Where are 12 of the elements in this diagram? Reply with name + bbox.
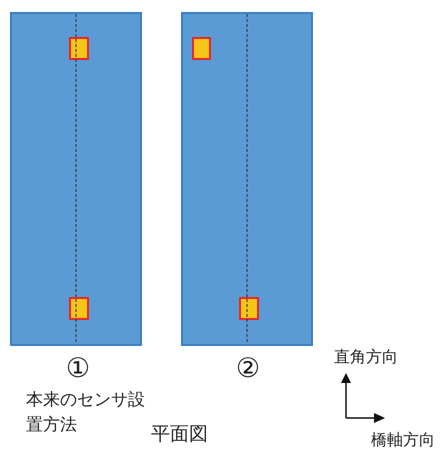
plan-panel <box>181 12 313 346</box>
panel-number: ① <box>64 355 92 382</box>
view-title: 平面図 <box>151 422 208 447</box>
panel-caption: 本来のセンサ設置方法 <box>26 389 146 437</box>
sensor-box <box>69 297 89 320</box>
direction-label: 直角方向 <box>334 346 398 368</box>
direction-label: 橋軸方向 <box>371 429 435 449</box>
sensor-box <box>69 37 89 60</box>
sensor-box <box>192 37 211 60</box>
panel-number: ② <box>234 355 262 382</box>
sensor-box <box>239 297 259 320</box>
plan-panel <box>10 12 142 346</box>
